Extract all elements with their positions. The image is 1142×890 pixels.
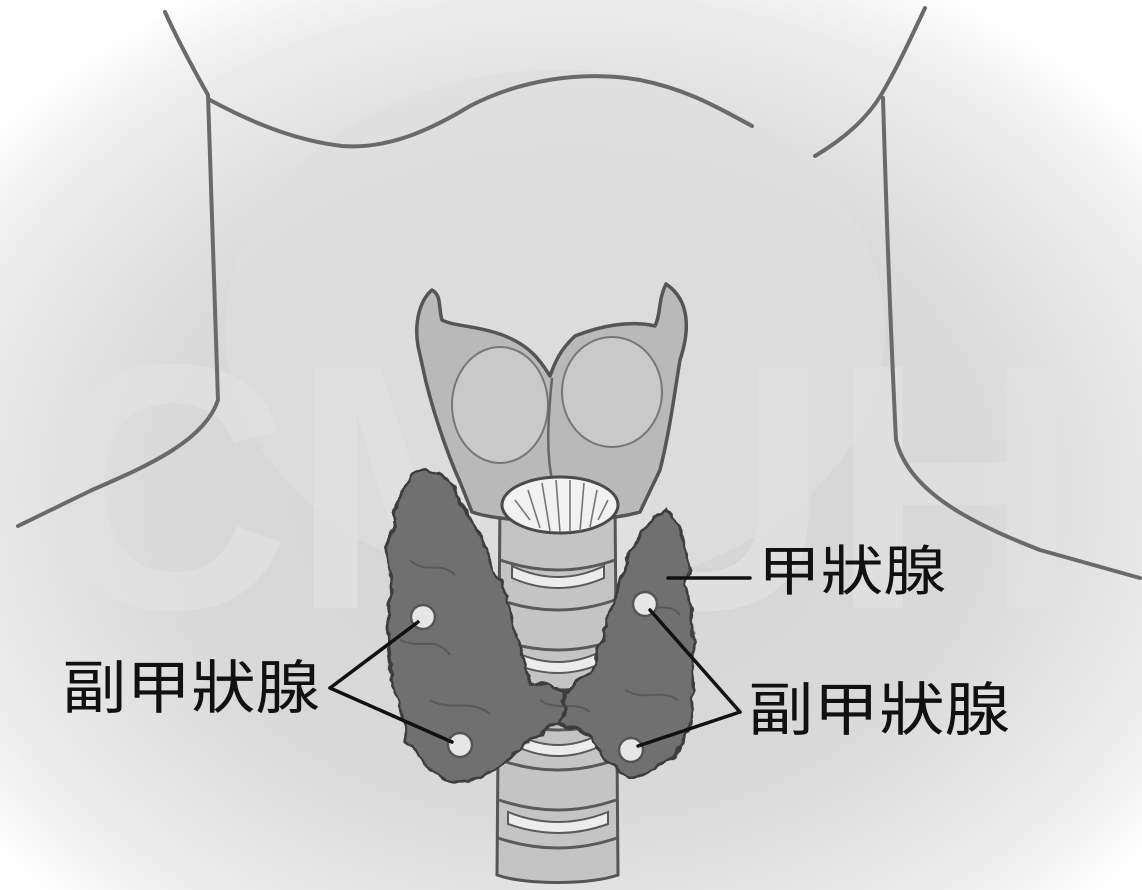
thyroid-label: 甲狀腺 <box>758 540 946 603</box>
parathyroid-left-lower <box>448 733 472 757</box>
parathyroid-left-label: 副甲狀腺 <box>62 654 320 722</box>
cartilage-right-lamina <box>562 337 662 447</box>
parathyroid-right-label: 副甲狀腺 <box>748 676 1010 744</box>
parathyroid-right-lower <box>619 738 643 762</box>
cartilage-left-lamina <box>452 347 548 463</box>
